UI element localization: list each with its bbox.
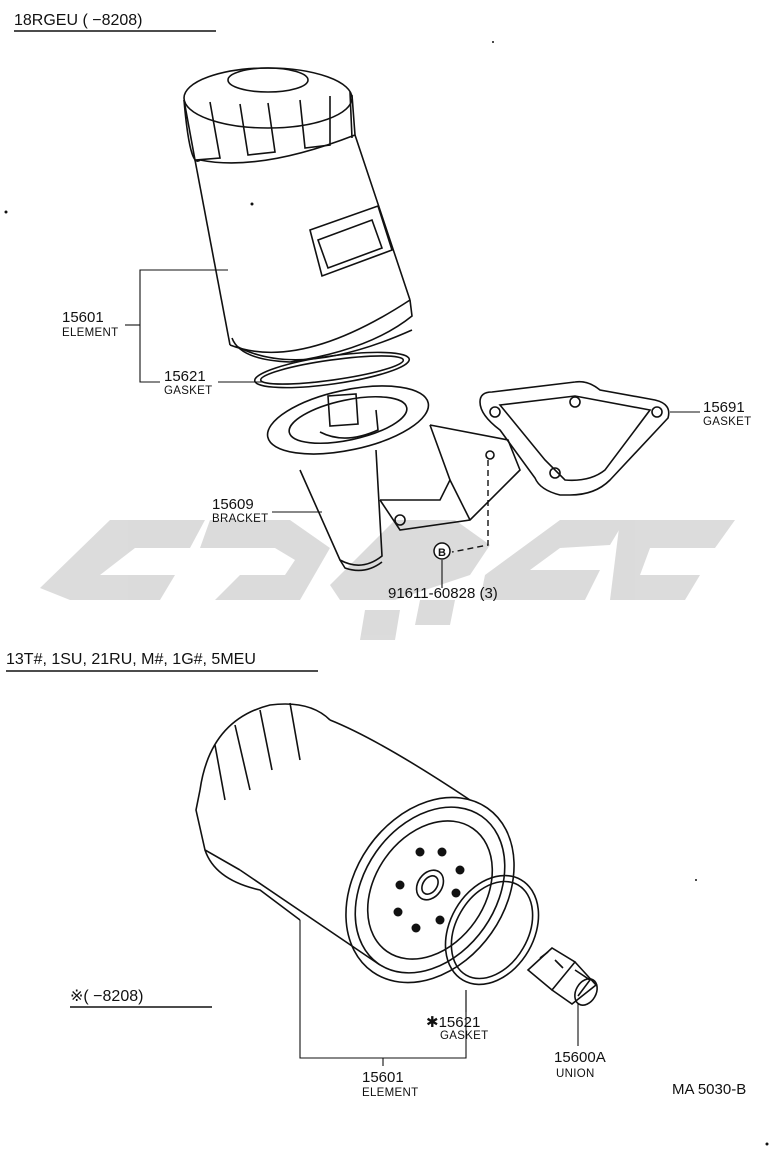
svg-text:15600A: 15600A xyxy=(554,1049,606,1066)
section-header-1: 18RGEU ( −8208) xyxy=(14,12,216,32)
oil-filter-element-top xyxy=(183,67,413,363)
note-header-text: ※( −8208) xyxy=(70,988,143,1005)
gasket-plate-15691 xyxy=(479,380,670,496)
svg-text:BRACKET: BRACKET xyxy=(212,513,268,525)
svg-text:ELEMENT: ELEMENT xyxy=(62,327,118,339)
svg-text:15601: 15601 xyxy=(362,1069,404,1086)
gasket-ring-bottom xyxy=(444,874,540,986)
callout-15621-bottom: ✱15621 GASKET xyxy=(426,1014,488,1042)
svg-text:15621: 15621 xyxy=(164,368,206,385)
section-header-text: 18RGEU ( −8208) xyxy=(14,12,143,29)
svg-text:UNION: UNION xyxy=(556,1068,595,1080)
callout-15601-bottom: 15601 ELEMENT xyxy=(362,1069,418,1099)
callout-15691: 15691 GASKET xyxy=(703,399,751,428)
section-header-text: 13T#, 1SU, 21RU, M#, 1G#, 5MEU xyxy=(6,651,256,668)
bolt-marker-letter: B xyxy=(438,547,446,559)
leader-lines-bottom xyxy=(299,920,579,1066)
svg-text:MA 5030-B: MA 5030-B xyxy=(672,1081,746,1098)
callout-15601-top: 15601 ELEMENT xyxy=(62,309,118,339)
bolt-reference-line xyxy=(451,460,489,553)
svg-text:GASKET: GASKET xyxy=(164,385,212,397)
svg-text:ELEMENT: ELEMENT xyxy=(362,1087,418,1099)
svg-text:15609: 15609 xyxy=(212,496,254,513)
svg-text:91611-60828 (3): 91611-60828 (3) xyxy=(388,585,498,602)
union-15600a xyxy=(526,947,598,1006)
bolt-marker-b: B xyxy=(433,542,451,560)
leader-lines-top xyxy=(125,269,700,588)
watermark xyxy=(40,520,735,640)
svg-text:GASKET: GASKET xyxy=(440,1030,488,1042)
callout-bolt: 91611-60828 (3) xyxy=(388,585,498,602)
gasket-ring-top xyxy=(253,351,411,389)
oil-filter-element-bottom xyxy=(195,702,515,984)
svg-text:15601: 15601 xyxy=(62,309,104,326)
svg-text:✱15621: ✱15621 xyxy=(426,1014,480,1031)
svg-text:15691: 15691 xyxy=(703,399,745,416)
callout-15621-top: 15621 GASKET xyxy=(164,368,212,397)
scan-specks xyxy=(4,41,769,1146)
figure-code: MA 5030-B xyxy=(672,1081,746,1098)
note-header: ※( −8208) xyxy=(70,988,212,1008)
filter-face-holes[interactable] xyxy=(393,847,465,933)
section-header-2: 13T#, 1SU, 21RU, M#, 1G#, 5MEU xyxy=(6,651,318,672)
svg-text:GASKET: GASKET xyxy=(703,416,751,428)
callout-15609: 15609 BRACKET xyxy=(212,496,268,525)
callout-15600a: 15600A UNION xyxy=(554,1049,606,1080)
bracket-15609 xyxy=(266,385,521,572)
